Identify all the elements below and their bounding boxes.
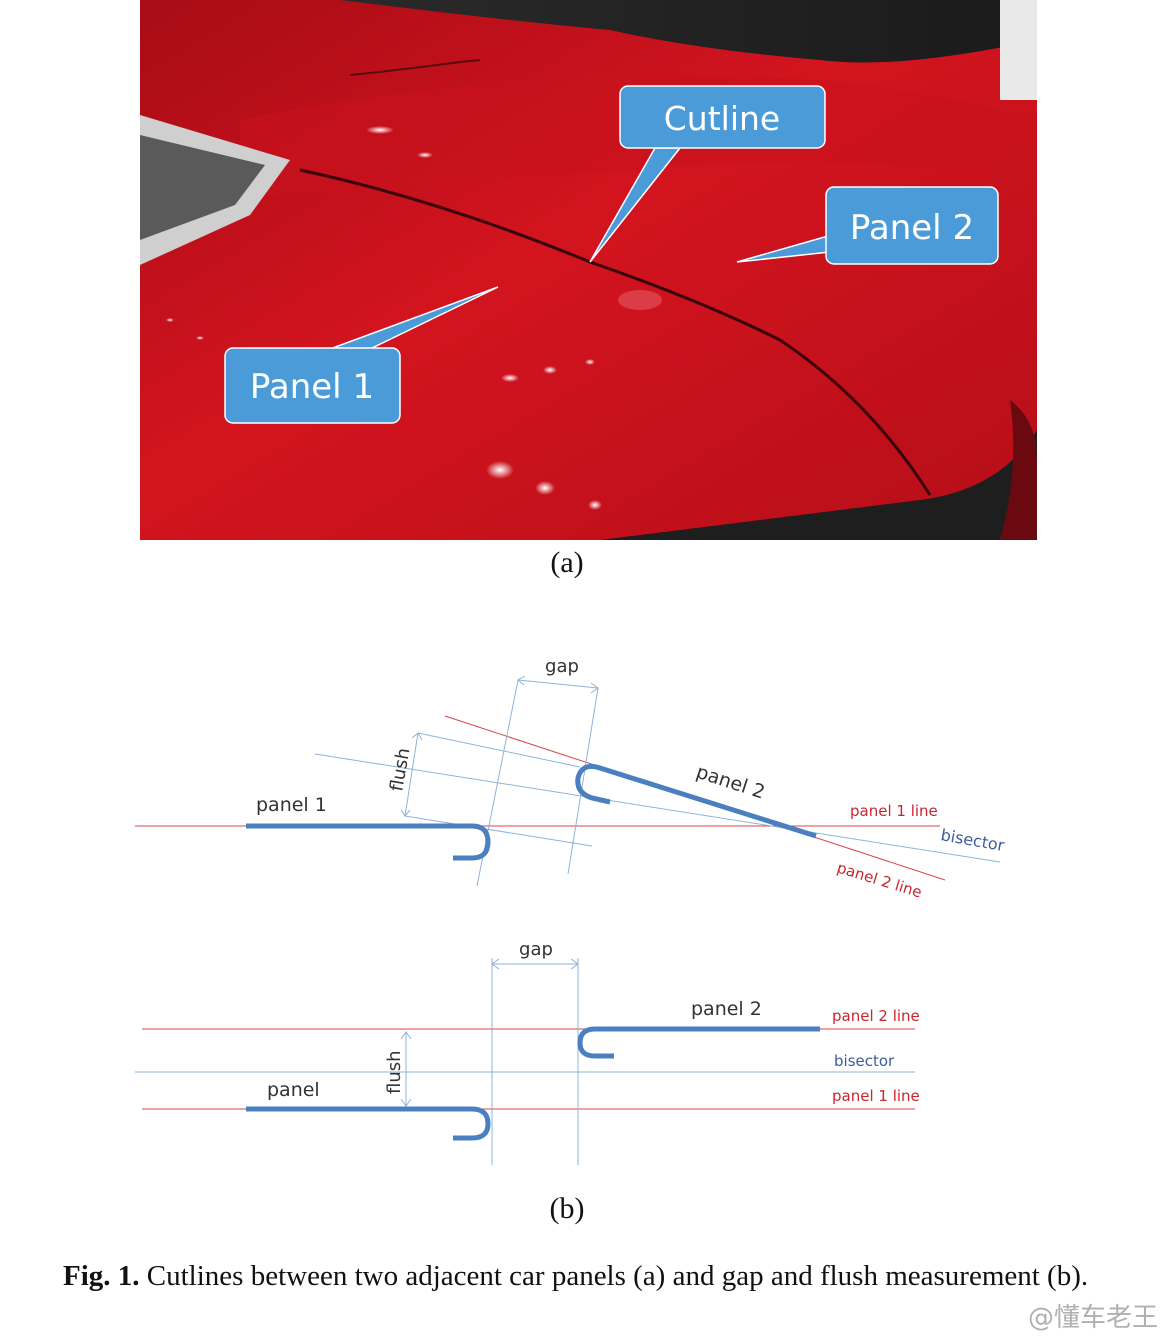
panel1-callout — [224, 347, 401, 424]
panel1-line-label: panel 1 line — [850, 802, 938, 820]
gap-extension-right — [567, 687, 599, 875]
panel2-line-label: panel 2 line — [832, 1007, 920, 1025]
subfigure-label-a: (a) — [550, 546, 584, 579]
cutline — [299, 168, 932, 496]
panel2-line-label: panel 2 line — [835, 859, 924, 902]
flush-label: flush — [384, 1050, 405, 1094]
bisector-label: bisector — [834, 1052, 895, 1070]
flush-label: flush — [386, 746, 414, 793]
watermark: @懂车老王 — [1027, 1303, 1158, 1333]
bisector-label: bisector — [939, 825, 1006, 855]
gap-label: gap — [519, 939, 553, 960]
background-wall — [1000, 0, 1037, 100]
parallel-gap-flush-diagram: gap flush panel panel 2 panel 2 line bis… — [135, 939, 920, 1165]
subfigure-label-b: (b) — [549, 1192, 585, 1225]
panel1-label: panel 1 — [256, 794, 327, 816]
bisector-line — [314, 753, 1001, 863]
panel2-profile — [577, 1026, 820, 1059]
flush-dimension-line — [404, 732, 419, 817]
caption-text: Cutlines between two adjacent car panels… — [146, 1260, 1089, 1292]
figure-number: Fig. 1. — [63, 1260, 140, 1292]
panel2-callout-label: Panel 2 — [850, 208, 974, 248]
panel1-profile — [246, 1106, 491, 1141]
panel2-profile — [575, 763, 817, 839]
figure-caption: Fig. 1. Cutlines between two adjacent ca… — [63, 1256, 1113, 1296]
cutline-callout-label: Cutline — [664, 99, 780, 138]
panel1-label: panel — [267, 1079, 320, 1101]
gap-label: gap — [545, 656, 579, 677]
car-photo: Cutline Panel 2 Panel 1 — [140, 0, 1037, 540]
car-roof — [340, 0, 1037, 63]
gap-dimension-line — [517, 679, 599, 689]
panel2-label: panel 2 — [691, 998, 762, 1020]
tilted-gap-flush-diagram: gap flush panel 1 panel 2 panel 1 line b… — [135, 656, 1006, 902]
panel1-profile — [246, 823, 491, 861]
panel2-callout — [825, 186, 999, 265]
panel1-line-label: panel 1 line — [832, 1087, 920, 1105]
cutline-callout — [619, 85, 826, 149]
lower-trim — [600, 430, 1037, 540]
panel1-callout-label: Panel 1 — [250, 367, 374, 407]
car-panel-illustration: Cutline Panel 2 Panel 1 — [140, 0, 1037, 540]
panel2-label: panel 2 — [693, 761, 767, 804]
